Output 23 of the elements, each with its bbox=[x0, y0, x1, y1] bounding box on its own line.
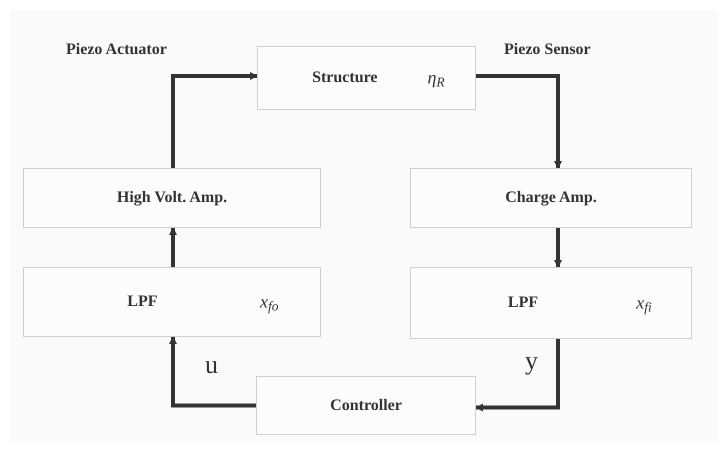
block-label: Controller bbox=[330, 396, 402, 416]
block-box bbox=[256, 376, 476, 435]
component-label: Piezo Sensor bbox=[504, 40, 591, 60]
signal-symbol: x$_{fo}$ bbox=[260, 290, 279, 316]
block-label: Charge Amp. bbox=[505, 188, 597, 208]
block-box bbox=[410, 267, 692, 339]
component-label: Piezo Actuator bbox=[66, 40, 167, 60]
block-label: High Volt. Amp. bbox=[116, 188, 228, 208]
block-box bbox=[410, 168, 692, 228]
block-label: LPF bbox=[127, 292, 158, 312]
block-box bbox=[257, 46, 476, 110]
arrow bbox=[171, 72, 258, 168]
block-box bbox=[23, 267, 321, 337]
block-label: Structure bbox=[312, 68, 378, 88]
arrow bbox=[169, 227, 177, 267]
arrow bbox=[475, 339, 560, 412]
signal-symbol: x$_{fi}$ bbox=[636, 292, 652, 316]
arrow bbox=[554, 228, 562, 268]
block-label: LPF bbox=[508, 293, 538, 313]
signal-symbol: η$_{R}$ bbox=[427, 66, 445, 92]
block-box bbox=[23, 168, 321, 228]
arrow bbox=[169, 336, 256, 408]
arrow bbox=[476, 74, 562, 169]
